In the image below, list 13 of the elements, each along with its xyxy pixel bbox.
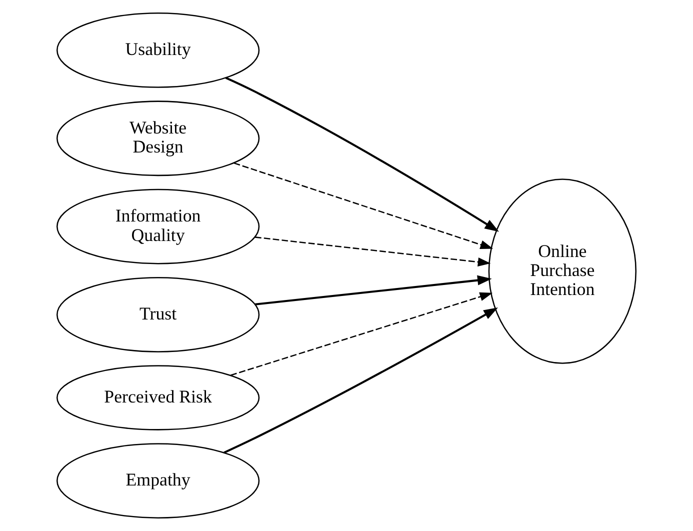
node-ellipse: Empathy bbox=[56, 443, 260, 518]
arrow bbox=[225, 76, 500, 232]
arrow bbox=[230, 292, 493, 376]
node-ellipse: Website Design bbox=[56, 100, 260, 176]
arrow bbox=[224, 308, 498, 454]
arrow bbox=[254, 275, 492, 306]
node-ellipse: Online Purchase Intention bbox=[488, 178, 637, 364]
arrow bbox=[254, 236, 491, 266]
node-ellipse: Trust bbox=[56, 277, 260, 352]
node-ellipse: Usability bbox=[56, 12, 260, 88]
node-ellipse: Information Quality bbox=[56, 188, 260, 264]
node-ellipse: Perceived Risk bbox=[56, 365, 260, 430]
arrow bbox=[234, 162, 494, 249]
